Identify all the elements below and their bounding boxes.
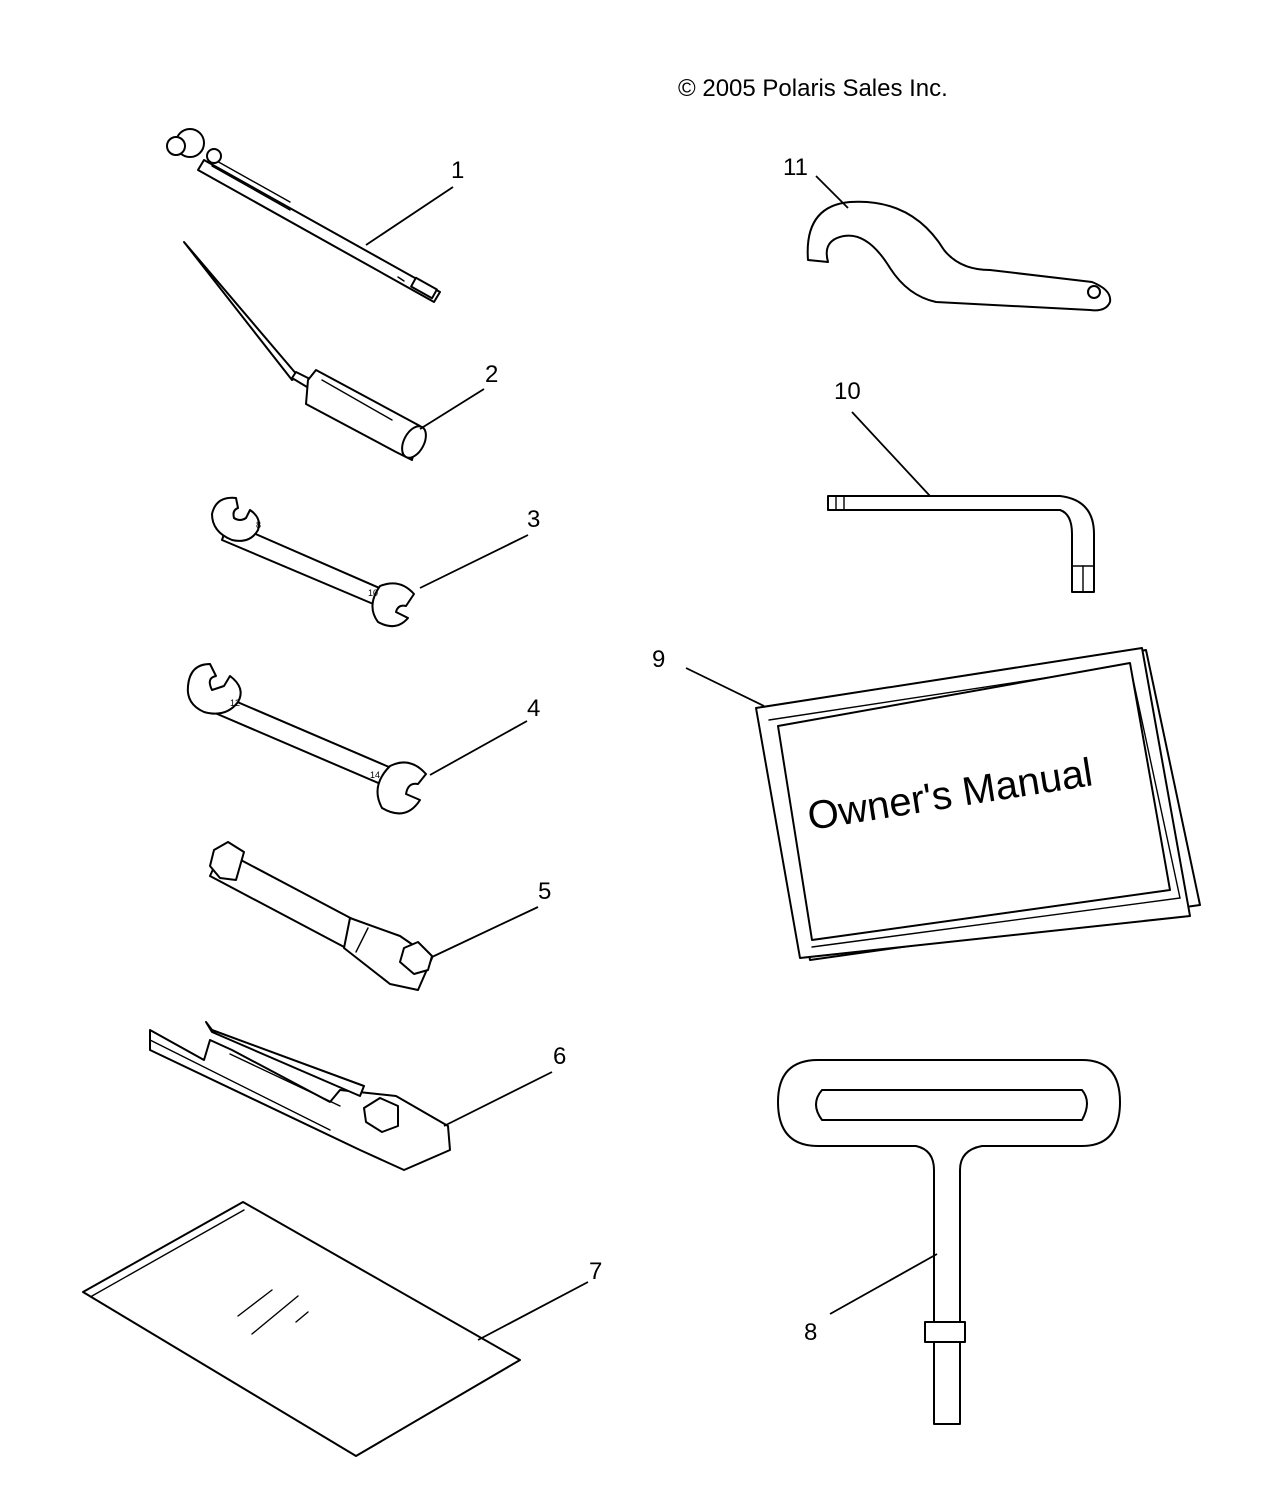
leader-line-9: [685, 667, 765, 707]
callout-5: 5: [538, 878, 551, 905]
callout-6: 6: [553, 1043, 566, 1070]
callout-3: 3: [527, 506, 540, 533]
leader-line-7: [477, 1281, 589, 1341]
tire-pressure-gauge: [166, 128, 441, 303]
callout-11: 11: [783, 154, 808, 181]
leader-line-6: [443, 1071, 553, 1127]
spanner-wrench: [806, 200, 1112, 312]
callout-2: 2: [485, 361, 498, 388]
leader-line-4: [429, 720, 528, 776]
spark-plug-wrench: [149, 1021, 451, 1171]
leader-line-10: [851, 411, 931, 497]
wrench-8-10: 8 10: [211, 496, 415, 628]
spark-plug-socket: [209, 841, 433, 991]
callout-9: 9: [652, 646, 665, 673]
owners-manual: Owner's Manual: [755, 647, 1201, 961]
copyright-text: © 2005 Polaris Sales Inc.: [678, 75, 948, 102]
callout-7: 7: [589, 1258, 602, 1285]
callout-1: 1: [451, 157, 464, 184]
allen-key: [827, 495, 1095, 593]
wrench-3-marking-8: 8: [256, 520, 261, 530]
wrench-4-marking-14: 14: [370, 770, 380, 780]
storage-bag: [82, 1201, 521, 1457]
leader-line-2: [419, 388, 485, 430]
wrench-12-14: 12 14: [186, 663, 427, 815]
wrench-4-marking-12: 12: [230, 698, 240, 708]
callout-10: 10: [834, 378, 861, 405]
callout-8: 8: [804, 1319, 817, 1346]
leader-line-5: [431, 906, 539, 958]
leader-line-8: [829, 1253, 938, 1315]
leader-line-1: [365, 186, 454, 246]
leader-line-11: [815, 175, 849, 209]
wrench-3-marking-10: 10: [368, 588, 378, 598]
callout-4: 4: [527, 695, 540, 722]
t-handle: [777, 1059, 1121, 1425]
leader-line-3: [419, 534, 529, 589]
